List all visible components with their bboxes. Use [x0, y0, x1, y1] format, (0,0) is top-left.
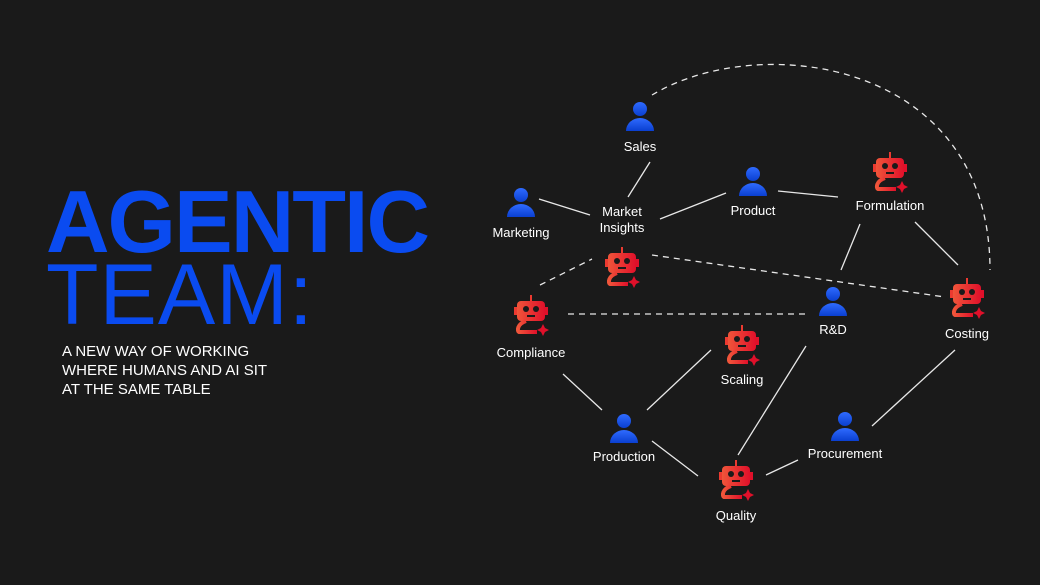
- robot-icon: [512, 293, 551, 338]
- human-icon: [626, 102, 654, 131]
- edge-production-quality: [651, 440, 699, 477]
- edge-compliance-production: [562, 373, 603, 411]
- node-label: Formulation: [856, 198, 925, 213]
- node-formulation: Formulation: [856, 150, 925, 213]
- node-label: Quality: [716, 508, 757, 523]
- node-label: Production: [593, 449, 655, 464]
- edge-rnd-quality: [737, 345, 807, 456]
- node-production: Production: [593, 414, 655, 464]
- node-marketing: Marketing: [492, 188, 550, 240]
- node-label: Insights: [600, 220, 645, 235]
- node-rnd: R&D: [819, 287, 847, 337]
- edge-product-formulation: [777, 190, 839, 198]
- node-compliance: Compliance: [497, 293, 566, 360]
- human-icon: [819, 287, 847, 316]
- node-label: Costing: [945, 326, 989, 341]
- node-label: Market: [602, 204, 642, 219]
- robot-icon: [723, 323, 762, 368]
- edge-market-insights-costing: [651, 254, 946, 298]
- edge-formulation-rnd: [840, 223, 861, 271]
- node-label: R&D: [819, 322, 846, 337]
- title-line-2: TEAM:: [46, 247, 314, 343]
- robot-icon: [871, 150, 910, 195]
- subtitle: A NEW WAY OF WORKING WHERE HUMANS AND AI…: [62, 342, 267, 399]
- node-label: Compliance: [497, 345, 566, 360]
- robot-icon: [603, 245, 642, 290]
- node-scaling: Scaling: [721, 323, 764, 387]
- edge-marketing-market-insights: [538, 198, 591, 216]
- node-costing: Costing: [945, 276, 989, 341]
- edge-procurement-quality: [765, 459, 799, 476]
- node-product: Product: [731, 167, 776, 218]
- robot-icon: [717, 458, 756, 503]
- title-line-1: AGENTIC: [46, 172, 430, 271]
- edge-sales-costing: [651, 63, 991, 271]
- robot-icon: [948, 276, 987, 321]
- human-icon: [831, 412, 859, 441]
- human-icon: [610, 414, 638, 443]
- human-icon: [507, 188, 535, 217]
- node-label: Scaling: [721, 372, 764, 387]
- node-label: Procurement: [808, 446, 883, 461]
- edge-market-insights-product: [659, 192, 727, 220]
- node-label: Marketing: [492, 225, 549, 240]
- node-sales: Sales: [624, 102, 657, 154]
- human-icon: [739, 167, 767, 196]
- edge-formulation-costing: [914, 221, 959, 266]
- node-procurement: Procurement: [808, 412, 883, 461]
- node-label: Sales: [624, 139, 657, 154]
- edge-market-insights-compliance: [539, 258, 593, 286]
- edge-sales-market-insights: [627, 161, 651, 198]
- node-label: Product: [731, 203, 776, 218]
- node-quality: Quality: [716, 458, 757, 523]
- subtitle-line: WHERE HUMANS AND AI SIT: [62, 362, 268, 379]
- edge-costing-procurement: [871, 349, 956, 427]
- subtitle-line: A NEW WAY OF WORKING: [62, 343, 250, 360]
- subtitle-line: AT THE SAME TABLE: [62, 381, 211, 398]
- edge-scaling-production: [646, 349, 712, 411]
